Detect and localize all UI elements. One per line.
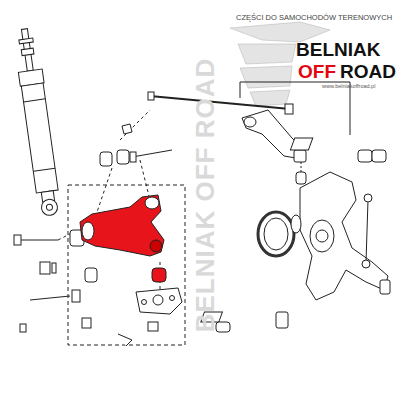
website-url: www.belniakoffroad.pl bbox=[322, 84, 375, 90]
watermark: BELNIAK OFF ROAD bbox=[192, 58, 218, 333]
small-parts bbox=[201, 138, 386, 332]
upper-control-arm bbox=[148, 82, 350, 184]
ball-joint-bracket bbox=[118, 288, 182, 346]
tagline: CZĘŚCI DO SAMOCHODÓW TERENOWYCH bbox=[236, 14, 392, 22]
shock-absorber bbox=[13, 27, 63, 217]
logo-word: ROAD bbox=[340, 62, 396, 81]
left-bolts bbox=[14, 230, 97, 332]
logo-word: BELNIAK bbox=[296, 40, 380, 59]
upper-bolts bbox=[100, 124, 172, 166]
steering-knuckle bbox=[258, 172, 390, 300]
lower-control-arm bbox=[80, 195, 166, 282]
logo-word: OFF bbox=[298, 62, 336, 81]
dashed-frame bbox=[68, 185, 185, 345]
